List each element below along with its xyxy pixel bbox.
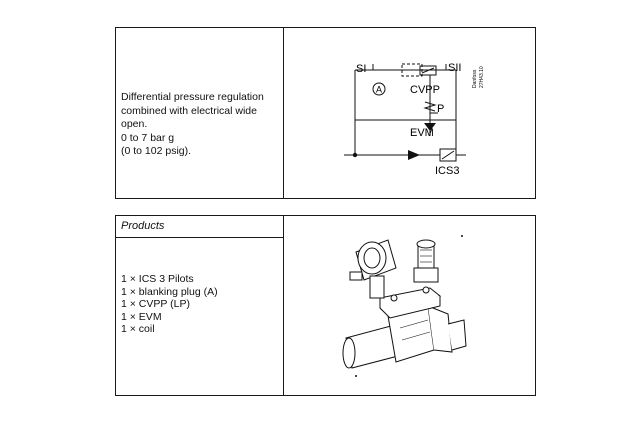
description-line: Differential pressure regulation	[121, 91, 264, 103]
description-text: Differential pressure regulation combine…	[121, 91, 281, 159]
list-item: 1 × CVPP (LP)	[121, 298, 190, 310]
label-si: SI	[356, 63, 366, 75]
list-item: 1 × coil	[121, 323, 155, 335]
products-list: 1 × ICS 3 Pilots 1 × blanking plug (A) 1…	[121, 273, 218, 336]
top-table-divider	[283, 27, 284, 199]
doc-code-number: 27H43.10	[479, 66, 485, 88]
label-evm: EVM	[410, 127, 434, 139]
products-table-divider	[283, 215, 284, 396]
valve-illustration	[342, 235, 467, 377]
list-item: 1 × ICS 3 Pilots	[121, 273, 194, 285]
label-cvpp: CVPP	[410, 84, 440, 96]
description-line: (0 to 102 psig).	[121, 145, 192, 157]
label-sii: SII	[448, 62, 461, 74]
list-item: 1 × EVM	[121, 310, 162, 323]
label-ics3: ICS3	[435, 165, 459, 177]
products-table	[115, 215, 536, 396]
label-a: A	[376, 85, 382, 95]
products-heading: Products	[121, 220, 165, 232]
top-table	[115, 27, 536, 199]
doc-code-brand: Danfoss	[472, 69, 478, 88]
products-header-rule	[115, 237, 284, 238]
label-p: P	[437, 103, 444, 115]
description-line: open.	[121, 118, 148, 130]
valve-schematic: SI SII A CVPP P EVM ICS3 Danfoss 27H43.1…	[344, 62, 485, 177]
list-item: 1 × blanking plug (A)	[121, 285, 218, 298]
description-line: combined with electrical wide	[121, 104, 257, 117]
description-line: 0 to 7 bar g	[121, 131, 175, 144]
